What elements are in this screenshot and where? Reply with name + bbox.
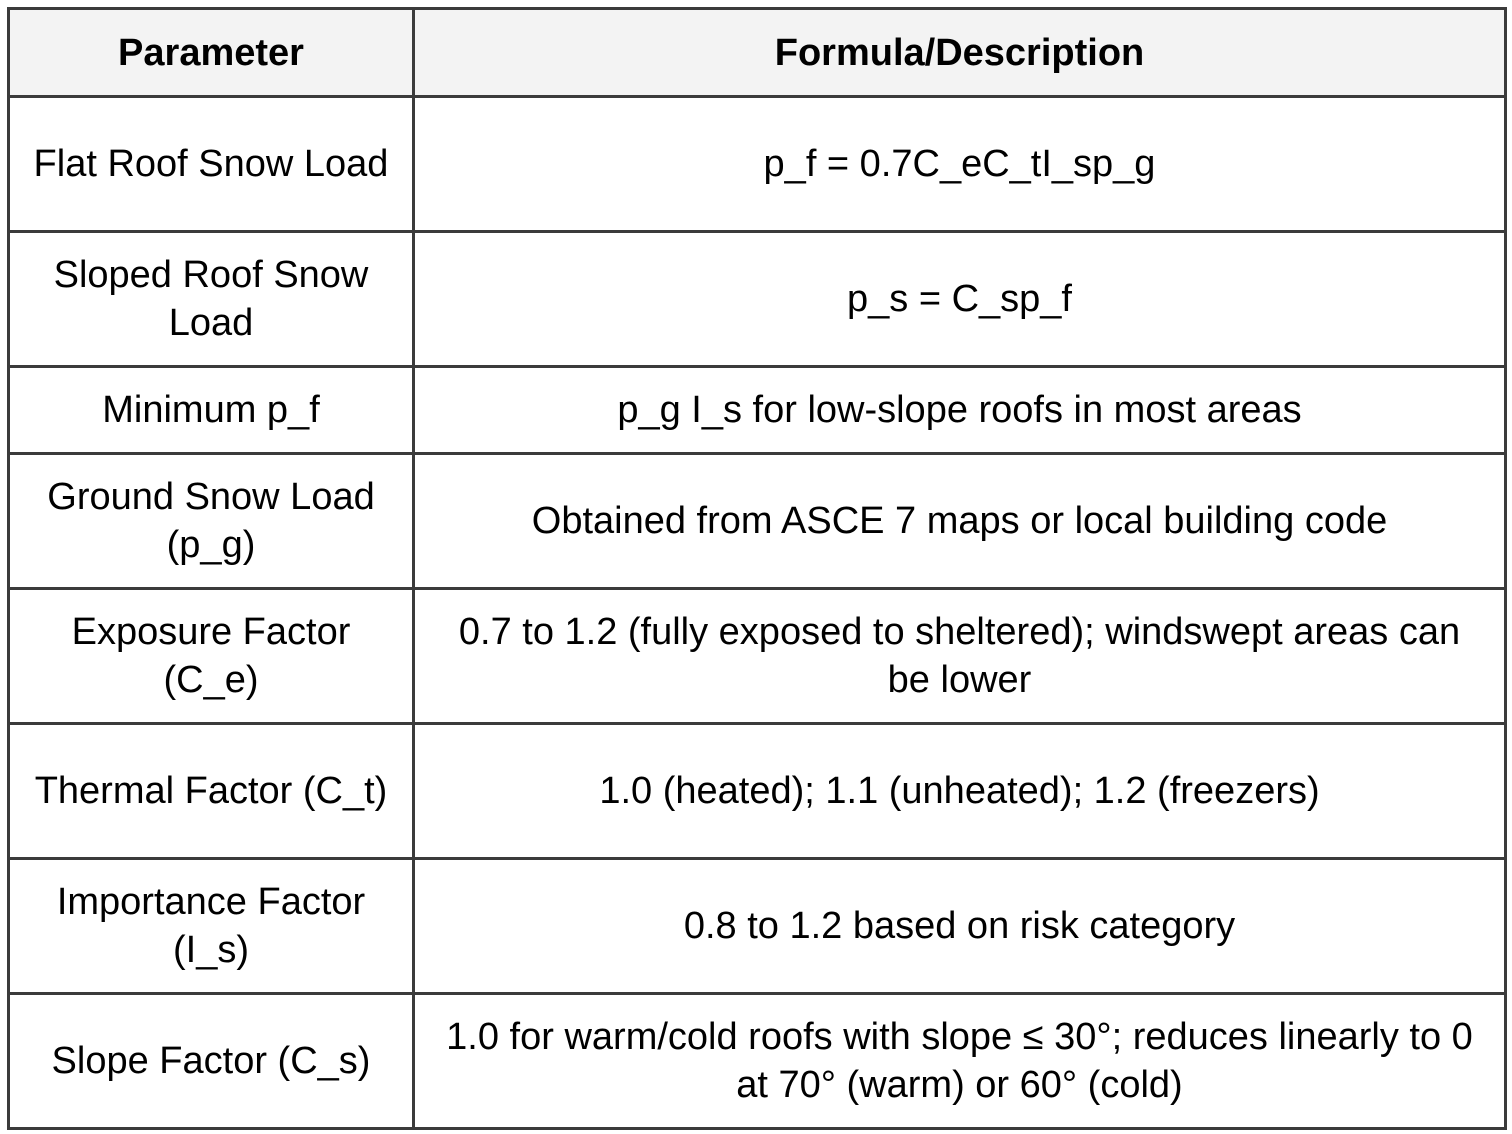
table-row: Exposure Factor (C_e) 0.7 to 1.2 (fully … xyxy=(7,587,1507,725)
table-row: Slope Factor (C_s) 1.0 for warm/cold roo… xyxy=(7,992,1507,1130)
parameter-cell: Importance Factor (I_s) xyxy=(7,857,415,995)
parameter-cell: Minimum p_f xyxy=(7,365,415,455)
table-row: Sloped Roof Snow Load p_s = C_sp_f xyxy=(7,230,1507,368)
table-row: Thermal Factor (C_t) 1.0 (heated); 1.1 (… xyxy=(7,722,1507,860)
parameter-cell: Thermal Factor (C_t) xyxy=(7,722,415,860)
table-row: Importance Factor (I_s) 0.8 to 1.2 based… xyxy=(7,857,1507,995)
table-header-row: Parameter Formula/Description xyxy=(7,7,1507,98)
description-cell: p_s = C_sp_f xyxy=(412,230,1507,368)
description-cell: 1.0 (heated); 1.1 (unheated); 1.2 (freez… xyxy=(412,722,1507,860)
description-cell: 0.7 to 1.2 (fully exposed to sheltered);… xyxy=(412,587,1507,725)
header-formula-description: Formula/Description xyxy=(412,7,1507,98)
table-row: Flat Roof Snow Load p_f = 0.7C_eC_tI_sp_… xyxy=(7,95,1507,233)
description-cell: p_g I_s for low-slope roofs in most area… xyxy=(412,365,1507,455)
parameter-cell: Flat Roof Snow Load xyxy=(7,95,415,233)
table-row: Ground Snow Load (p_g) Obtained from ASC… xyxy=(7,452,1507,590)
header-parameter: Parameter xyxy=(7,7,415,98)
parameter-cell: Sloped Roof Snow Load xyxy=(7,230,415,368)
description-cell: 1.0 for warm/cold roofs with slope ≤ 30°… xyxy=(412,992,1507,1130)
parameter-cell: Ground Snow Load (p_g) xyxy=(7,452,415,590)
parameter-cell: Slope Factor (C_s) xyxy=(7,992,415,1130)
description-cell: 0.8 to 1.2 based on risk category xyxy=(412,857,1507,995)
description-cell: Obtained from ASCE 7 maps or local build… xyxy=(412,452,1507,590)
parameter-cell: Exposure Factor (C_e) xyxy=(7,587,415,725)
table-row: Minimum p_f p_g I_s for low-slope roofs … xyxy=(7,365,1507,455)
description-cell: p_f = 0.7C_eC_tI_sp_g xyxy=(412,95,1507,233)
snow-load-parameters-table: Parameter Formula/Description Flat Roof … xyxy=(7,7,1507,1130)
